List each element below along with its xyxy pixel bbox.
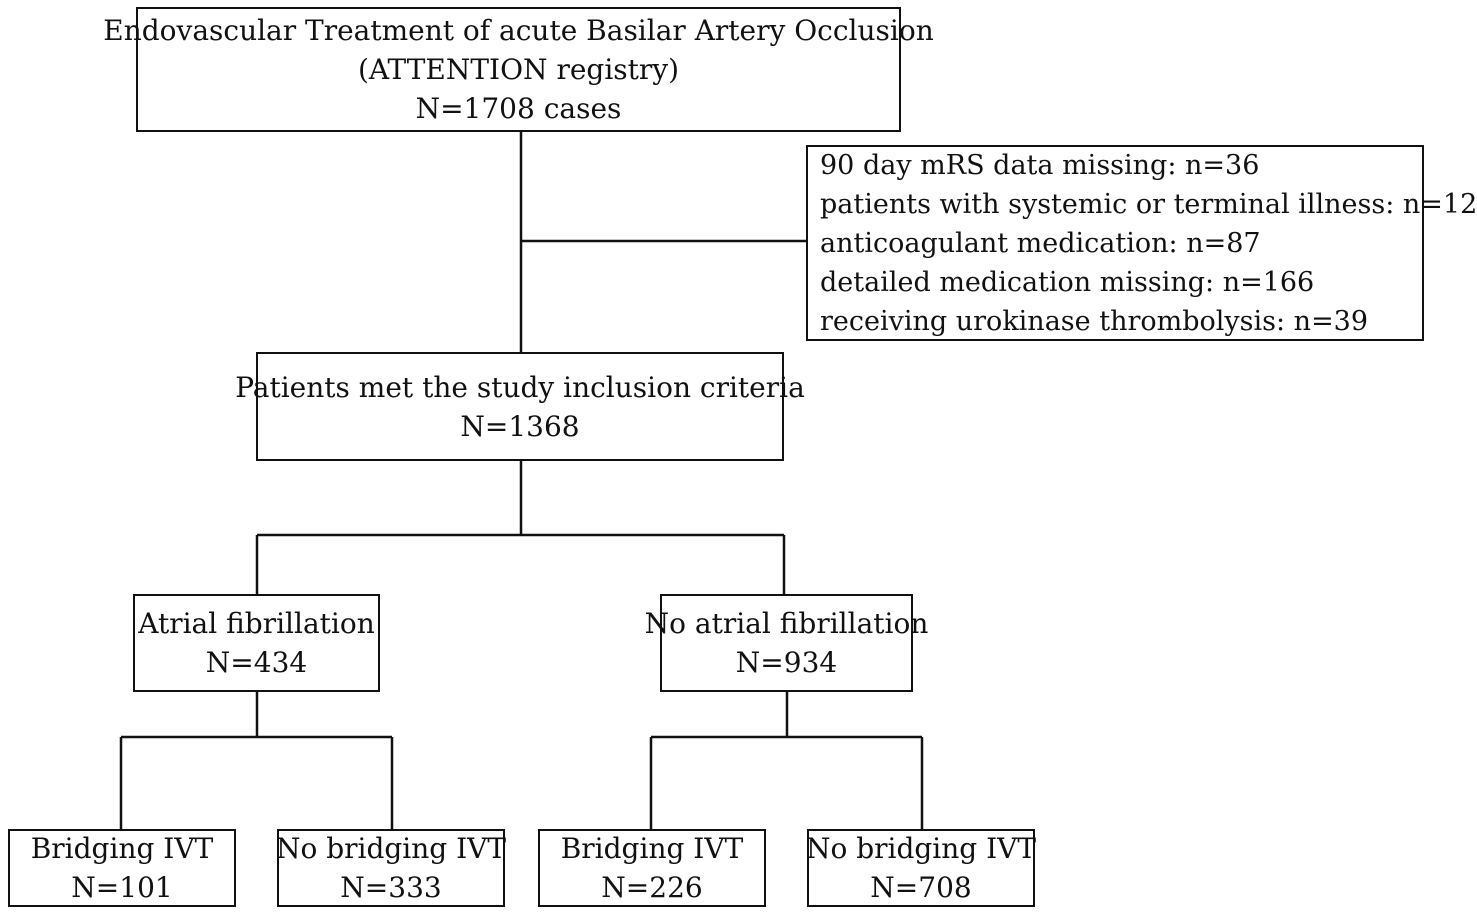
exclusion-item: anticoagulant medication: n=87 xyxy=(820,227,1261,259)
box-af-bridging-ivt: Bridging IVT N=101 xyxy=(8,829,236,907)
noaf-count: N=934 xyxy=(735,646,838,679)
noaf-label: No atrial fibrillation xyxy=(644,607,929,640)
af-bridging-count: N=101 xyxy=(71,871,173,904)
total-title: Endovascular Treatment of acute Basilar … xyxy=(103,14,934,47)
exclusion-item: detailed medication missing: n=166 xyxy=(820,266,1315,298)
noaf-bridging-label: Bridging IVT xyxy=(560,832,744,865)
box-atrial-fibrillation: Atrial fibrillation N=434 xyxy=(133,594,380,692)
exclusion-item: 90 day mRS data missing: n=36 xyxy=(820,149,1260,181)
af-label: Atrial fibrillation xyxy=(138,607,375,640)
af-bridging-label: Bridging IVT xyxy=(30,832,214,865)
exclusion-item: patients with systemic or terminal illne… xyxy=(820,188,1477,220)
box-included: Patients met the study inclusion criteri… xyxy=(235,352,805,461)
af-count: N=434 xyxy=(205,646,308,679)
included-count: N=1368 xyxy=(460,409,580,443)
af-nobridging-count: N=333 xyxy=(340,871,442,904)
noaf-nobridging-count: N=708 xyxy=(870,871,972,904)
box-noaf-no-bridging-ivt: No bridging IVT N=708 xyxy=(805,829,1037,907)
total-count: N=1708 cases xyxy=(415,92,622,125)
noaf-nobridging-label: No bridging IVT xyxy=(805,832,1037,865)
box-total-cases: Endovascular Treatment of acute Basilar … xyxy=(103,7,934,132)
noaf-bridging-count: N=226 xyxy=(601,871,703,904)
af-nobridging-label: No bridging IVT xyxy=(275,832,507,865)
box-af-no-bridging-ivt: No bridging IVT N=333 xyxy=(275,829,507,907)
connector-lines xyxy=(119,131,924,829)
box-noaf-bridging-ivt: Bridging IVT N=226 xyxy=(538,829,766,907)
included-label: Patients met the study inclusion criteri… xyxy=(235,370,805,404)
exclusion-item: receiving urokinase thrombolysis: n=39 xyxy=(820,305,1369,337)
box-exclusions: 90 day mRS data missing: n=36 patients w… xyxy=(806,145,1477,341)
box-no-atrial-fibrillation: No atrial fibrillation N=934 xyxy=(645,594,928,692)
total-registry: (ATTENTION registry) xyxy=(357,53,680,86)
